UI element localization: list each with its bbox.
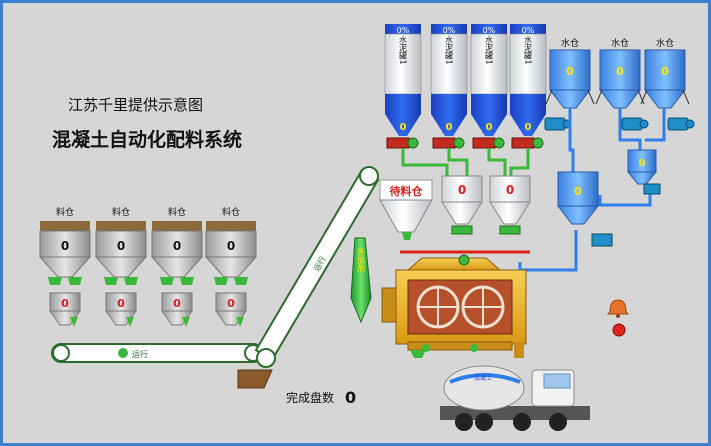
cement-silo-value: 0 bbox=[525, 122, 532, 133]
cement-silo-percent: 0% bbox=[522, 26, 535, 35]
mixer bbox=[381, 254, 527, 358]
cement-silo-value: 0 bbox=[446, 122, 453, 133]
screw-valve[interactable] bbox=[432, 137, 456, 149]
aggregate-bin: 料仓 0 0 bbox=[204, 206, 258, 327]
water-tank-value: 0 bbox=[661, 65, 669, 78]
water-tank-group: 水仓 0 水仓 0 水仓 0 bbox=[545, 37, 690, 109]
mixer-door-icon[interactable] bbox=[422, 344, 430, 352]
cement-silo-percent: 0% bbox=[443, 26, 456, 35]
water-tank: 水仓 0 bbox=[545, 37, 595, 109]
truck-label: 混凝土 bbox=[474, 374, 492, 382]
butterfly-valve-icon[interactable] bbox=[451, 225, 473, 235]
aggregate-bin-value: 0 bbox=[117, 239, 125, 253]
pump-icon[interactable] bbox=[591, 233, 613, 247]
additive-tank: 外加剂 bbox=[350, 237, 372, 324]
cement-silo: 0% 水泥罐1 0 bbox=[384, 24, 422, 149]
mixer-top-valve-icon[interactable] bbox=[458, 254, 470, 266]
screw-valve[interactable] bbox=[386, 137, 410, 149]
cement-silo: 0% 水泥罐1 0 bbox=[470, 24, 508, 149]
aggregate-weigh-value: 0 bbox=[61, 297, 69, 310]
aggregate-weigh-value: 0 bbox=[173, 297, 181, 310]
screw-valve[interactable] bbox=[511, 137, 535, 149]
inclined-belt[interactable]: 运行 bbox=[254, 166, 380, 368]
pump-icon[interactable] bbox=[667, 117, 695, 131]
aggregate-bin-label: 料仓 bbox=[168, 206, 186, 218]
water-tank-label: 水仓 bbox=[611, 37, 629, 49]
belt-status-indicator bbox=[118, 348, 128, 358]
cement-silo: 0% 水泥罐1 0 bbox=[430, 24, 468, 149]
additive-label: 外加剂 bbox=[357, 247, 366, 273]
aggregate-weigh-value: 0 bbox=[117, 297, 125, 310]
water-tank-label: 水仓 bbox=[656, 37, 674, 49]
aggregate-bin-value: 0 bbox=[173, 239, 181, 253]
pump-icon[interactable] bbox=[621, 117, 649, 131]
valve-status-icon bbox=[453, 137, 465, 149]
cement-silo-percent: 0% bbox=[397, 26, 410, 35]
aggregate-bin-value: 0 bbox=[227, 239, 235, 253]
aggregate-bin-value: 0 bbox=[61, 239, 69, 253]
completed-label: 完成盘数 bbox=[286, 390, 334, 405]
aggregate-weigh-value: 0 bbox=[227, 297, 235, 310]
water-small-scale: 0 bbox=[626, 149, 661, 195]
cement-pipes bbox=[401, 148, 530, 182]
cement-silo-name: 水泥罐1 bbox=[485, 34, 494, 64]
mixer-door-icon[interactable] bbox=[470, 344, 478, 352]
valve-status-icon bbox=[532, 137, 544, 149]
cement-silo-value: 0 bbox=[400, 122, 407, 133]
cement-silo-percent: 0% bbox=[483, 26, 496, 35]
emergency-stop-button[interactable] bbox=[612, 323, 626, 337]
water-small-value: 0 bbox=[639, 158, 646, 169]
cement-scale-value: 0 bbox=[506, 183, 514, 197]
valve-status-icon bbox=[407, 137, 419, 149]
belt-label: 运行 bbox=[132, 349, 148, 359]
company-title: 江苏千里提供示意图 bbox=[68, 96, 203, 114]
waiting-bin: 待料仓 bbox=[379, 179, 433, 240]
valve-status-icon bbox=[493, 137, 505, 149]
water-scale-value: 0 bbox=[574, 185, 582, 198]
cement-silo-name: 水泥罐1 bbox=[524, 34, 533, 64]
aggregate-bin-label: 料仓 bbox=[112, 206, 130, 218]
cement-silo: 0% 水泥罐1 0 bbox=[509, 24, 547, 149]
cement-scale: 0 bbox=[489, 175, 531, 235]
completed-value: 0 bbox=[345, 388, 356, 407]
water-tank: 水仓 0 bbox=[595, 37, 645, 109]
cement-scale: 0 bbox=[441, 175, 483, 235]
horizontal-belt[interactable]: 运行 bbox=[51, 343, 263, 363]
aggregate-bin-label: 料仓 bbox=[56, 206, 74, 218]
aggregate-bin-label: 料仓 bbox=[222, 206, 240, 218]
system-title: 混凝土自动化配料系统 bbox=[52, 128, 242, 151]
butterfly-valve-icon[interactable] bbox=[499, 225, 521, 235]
cement-scale-value: 0 bbox=[458, 183, 466, 197]
water-tank-value: 0 bbox=[616, 65, 624, 78]
alarm-bell-icon bbox=[606, 299, 630, 318]
waiting-bin-label: 待料仓 bbox=[389, 184, 424, 198]
aggregate-bin: 料仓 0 0 bbox=[150, 206, 204, 327]
concrete-truck-icon: 混凝土 bbox=[440, 365, 590, 431]
pump-icon[interactable] bbox=[544, 117, 572, 131]
feed-hopper bbox=[237, 369, 273, 389]
pump-icon[interactable] bbox=[643, 183, 661, 195]
water-pipes bbox=[520, 108, 666, 272]
water-tank: 水仓 0 bbox=[640, 37, 690, 109]
water-tank-label: 水仓 bbox=[561, 37, 579, 49]
cement-silo-name: 水泥罐1 bbox=[445, 34, 454, 64]
cement-silo-group: 0% 水泥罐1 0 0% 水泥罐1 0 0% 水泥罐1 bbox=[384, 24, 547, 149]
cement-silo-name: 水泥罐1 bbox=[399, 34, 408, 64]
aggregate-bin: 料仓 0 0 bbox=[38, 206, 92, 327]
aggregate-bin: 料仓 0 0 bbox=[94, 206, 148, 327]
water-weigh-scale: 0 bbox=[556, 171, 613, 247]
water-tank-value: 0 bbox=[566, 65, 574, 78]
cement-silo-value: 0 bbox=[486, 122, 493, 133]
screw-valve[interactable] bbox=[472, 137, 496, 149]
